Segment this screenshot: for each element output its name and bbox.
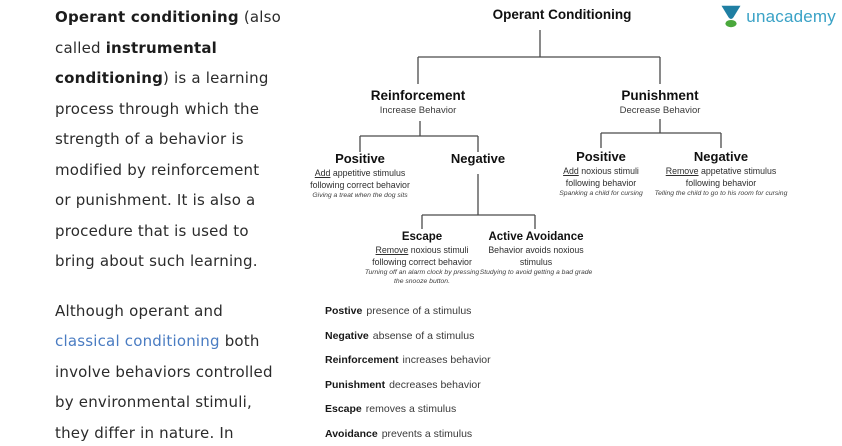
- bold-term: Operant conditioning: [55, 8, 239, 26]
- node-description: following correct behavior: [310, 179, 410, 190]
- node-label: Active Avoidance: [488, 231, 584, 243]
- text-line: called instrumental: [55, 33, 315, 64]
- text-line: procedure that is used to: [55, 221, 249, 240]
- text-segment: both: [219, 332, 260, 350]
- node-escape: Escape Remove noxious stimuli following …: [365, 231, 479, 287]
- text-line: Although operant and: [55, 301, 223, 320]
- node-description: following behavior: [685, 177, 757, 188]
- bold-term: conditioning: [55, 69, 164, 87]
- node-description: Behavior avoids noxious: [488, 245, 584, 256]
- text-line: conditioning) is a learning: [55, 63, 315, 94]
- text-line: involve behaviors controlled: [55, 362, 273, 381]
- node-negative-reinforcement: Negative: [450, 151, 506, 167]
- text-segment: noxious stimuli: [578, 165, 639, 176]
- text-line: or punishment. It is also a: [55, 191, 256, 209]
- node-example: Telling the child to go to his room for …: [654, 189, 788, 197]
- node-label: Positive: [576, 149, 626, 164]
- glossary-definition: absense of a stimulus: [372, 329, 475, 342]
- node-reinforcement: Reinforcement Increase Behavior: [371, 88, 466, 116]
- logo-wordmark: unacademy: [746, 6, 836, 26]
- glossary-term: Avoidance: [325, 427, 378, 440]
- node-description: Remove appetative stimulus: [655, 166, 788, 177]
- node-active-avoidance: Active Avoidance Behavior avoids noxious…: [480, 231, 593, 277]
- node-label: Negative: [450, 151, 506, 166]
- node-description: following behavior: [565, 177, 637, 188]
- node-positive-reinforcement: Positive Add appetitive stimulus followi…: [310, 151, 410, 200]
- text-segment: called: [55, 38, 106, 57]
- text-line: they differ in nature. In: [55, 423, 234, 442]
- node-label: Escape: [401, 231, 443, 243]
- glossary-term: Postive: [325, 305, 363, 317]
- text-line: modified by reinforcement: [55, 160, 260, 179]
- underlined-word: Add: [314, 167, 331, 178]
- paragraph-2: Although operant and classical condition…: [55, 296, 315, 446]
- node-description: stimulus: [519, 257, 553, 268]
- text-segment: (also: [238, 8, 282, 26]
- node-example: the snooze button.: [394, 278, 450, 286]
- unacademy-icon: [721, 5, 741, 28]
- node-subtitle: Increase Behavior: [379, 104, 457, 116]
- underlined-word: Add: [563, 165, 579, 176]
- node-description: following correct behavior: [372, 257, 472, 268]
- node-label: Punishment: [621, 88, 699, 103]
- text-line: process through which the: [55, 99, 260, 118]
- node-label: Reinforcement: [370, 88, 466, 103]
- node-label: Positive: [335, 151, 385, 166]
- glossary-definition: decreases behavior: [389, 378, 481, 391]
- node-description: Add noxious stimuli: [559, 166, 643, 177]
- diagram-title: Operant Conditioning: [492, 7, 632, 22]
- node-subtitle: Decrease Behavior: [619, 104, 701, 116]
- glossary-definition: increases behavior: [402, 354, 491, 367]
- node-example: Giving a treat when the dog sits: [312, 191, 408, 199]
- glossary-term: Reinforcement: [325, 354, 399, 367]
- node-positive-punishment: Positive Add noxious stimuli following b…: [559, 149, 643, 198]
- underlined-word: Remove: [375, 245, 409, 256]
- glossary-definition: presence of a stimulus: [366, 305, 472, 317]
- text-segment: appetitive stimulus: [330, 167, 406, 178]
- underlined-word: Remove: [665, 165, 699, 176]
- node-punishment: Punishment Decrease Behavior: [620, 88, 701, 116]
- glossary-term: Punishment: [325, 378, 386, 391]
- node-example: Spanking a child for cursing: [559, 189, 643, 197]
- text-line: strength of a behavior is: [55, 130, 244, 148]
- left-article: Operant conditioning (also called instru…: [55, 2, 315, 446]
- node-negative-punishment: Negative Remove appetative stimulus foll…: [654, 149, 788, 198]
- text-segment: ) is a learning: [163, 69, 269, 87]
- glossary-term: Negative: [325, 329, 369, 342]
- paragraph-1: Operant conditioning (also called instru…: [55, 2, 315, 277]
- text-segment: noxious stimuli: [408, 245, 469, 256]
- text-line: Operant conditioning (also: [55, 2, 315, 33]
- node-example: Turning off an alarm clock by pressing: [364, 269, 480, 277]
- text-line: by environmental stimuli,: [55, 393, 252, 411]
- glossary-definition: prevents a stimulus: [381, 427, 473, 440]
- unacademy-logo[interactable]: unacademy: [721, 5, 836, 28]
- node-example: Studying to avoid getting a bad grade: [479, 269, 593, 277]
- node-label: Negative: [693, 149, 749, 164]
- node-description: Add appetitive stimulus: [310, 168, 410, 179]
- bold-term: instrumental: [105, 38, 218, 57]
- node-description: Remove noxious stimuli: [365, 245, 479, 256]
- text-segment: appetative stimulus: [698, 165, 777, 176]
- text-line: bring about such learning.: [55, 252, 258, 270]
- glossary-definition: removes a stimulus: [365, 403, 457, 416]
- text-line: classical conditioning both: [55, 326, 315, 357]
- classical-conditioning-link[interactable]: classical conditioning: [55, 332, 220, 350]
- glossary-term: Escape: [325, 403, 362, 416]
